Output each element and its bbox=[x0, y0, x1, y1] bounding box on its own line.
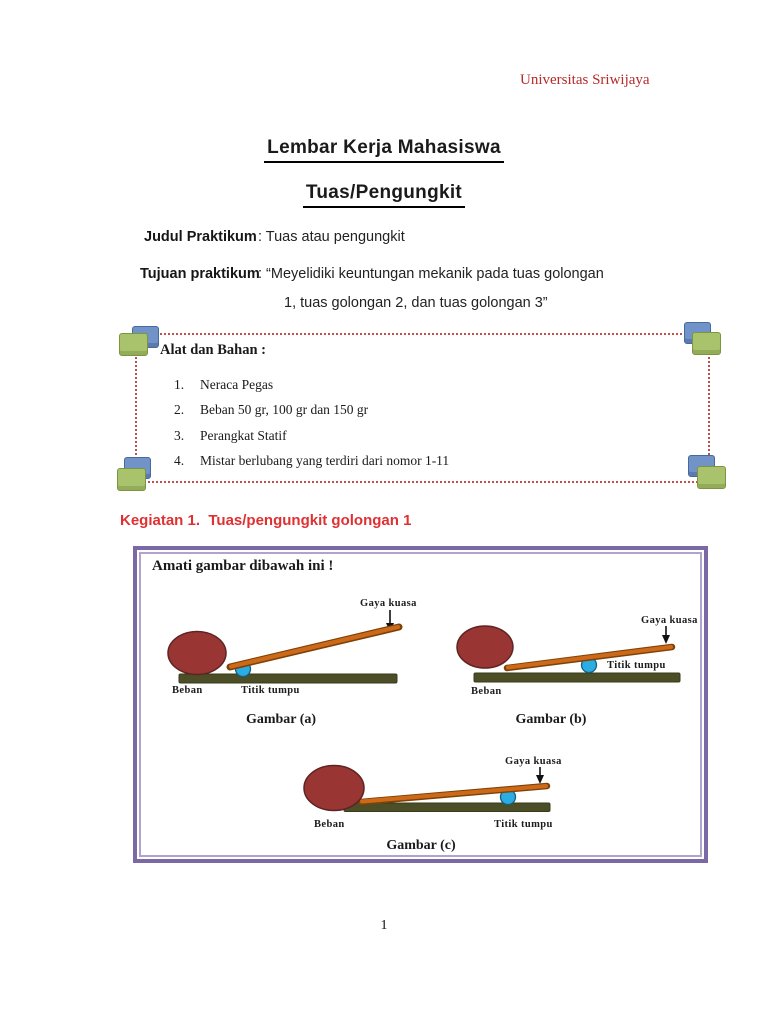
load-label: Beban bbox=[471, 686, 502, 697]
list-item: Mistar berlubang yang terdiri dari nomor… bbox=[200, 453, 450, 468]
title-row: Lembar Kerja Mahasiswa bbox=[0, 137, 768, 163]
lever-rod bbox=[360, 784, 548, 804]
subtitle-row: Tuas/Pengungkit bbox=[0, 182, 768, 208]
corner-rectangle-green-icon bbox=[697, 466, 726, 489]
alat-bahan-title: Alat dan Bahan : bbox=[160, 342, 266, 358]
load-label: Beban bbox=[314, 819, 345, 830]
lever-diagram-c-svg: Gaya kuasa Beban Titik tumpu bbox=[303, 756, 562, 830]
tujuan-praktikum-value-line1: : “Meyelidiki keuntungan mekanik pada tu… bbox=[258, 266, 604, 282]
list-item: Neraca Pegas bbox=[200, 377, 274, 392]
force-label: Gaya kuasa bbox=[641, 615, 698, 626]
ground-bar bbox=[178, 673, 398, 684]
figures-instruction: Amati gambar dibawah ini ! bbox=[152, 558, 334, 574]
force-arrowhead-icon bbox=[662, 635, 670, 644]
judul-praktikum-label: Judul Praktikum bbox=[144, 229, 257, 245]
fulcrum-label: Titik tumpu bbox=[241, 685, 300, 696]
list-item-number: 2. bbox=[174, 402, 185, 417]
tujuan-praktikum-value-line2: 1, tuas golongan 2, dan tuas golongan 3” bbox=[284, 295, 548, 311]
fulcrum-label: Titik tumpu bbox=[494, 819, 553, 830]
lever-diagram-c: Gaya kuasa Beban Titik tumpu bbox=[294, 746, 564, 834]
lever-diagram-a: Gaya kuasa Beban Titik tumpu bbox=[154, 594, 444, 702]
force-label: Gaya kuasa bbox=[505, 756, 562, 767]
tujuan-praktikum-label: Tujuan praktikum bbox=[140, 266, 260, 282]
list-item-number: 1. bbox=[174, 377, 185, 392]
page-subtitle: Tuas/Pengungkit bbox=[302, 182, 466, 208]
kegiatan-1-heading: Kegiatan 1. Tuas/pengungkit golongan 1 bbox=[120, 512, 412, 529]
ground-bar bbox=[343, 802, 551, 812]
figure-c-caption: Gambar (c) bbox=[386, 838, 456, 853]
fulcrum-label: Titik tumpu bbox=[607, 660, 666, 671]
corner-rectangle-green-icon bbox=[117, 468, 146, 491]
force-label: Gaya kuasa bbox=[360, 598, 417, 609]
force-arrowhead-icon bbox=[536, 775, 544, 784]
lever-rod bbox=[228, 624, 401, 669]
alat-bahan-box: Alat dan Bahan : 1. Neraca Pegas 2. Beba… bbox=[135, 333, 710, 483]
list-item: Beban 50 gr, 100 gr dan 150 gr bbox=[200, 402, 369, 417]
ground-bar bbox=[473, 672, 681, 683]
load-ellipse bbox=[167, 630, 227, 676]
corner-rectangle-green-icon bbox=[119, 333, 148, 356]
figure-b-caption: Gambar (b) bbox=[515, 712, 587, 727]
lever-diagram-a-svg: Gaya kuasa Beban Titik tumpu bbox=[167, 598, 417, 696]
list-item-number: 4. bbox=[174, 453, 185, 468]
load-ellipse bbox=[303, 764, 365, 812]
load-label: Beban bbox=[172, 685, 203, 696]
institution-header: Universitas Sriwijaya bbox=[520, 72, 650, 88]
page-number: 1 bbox=[380, 918, 388, 933]
lever-diagram-b-svg: Gaya kuasa Titik tumpu Beban bbox=[456, 615, 698, 697]
figures-box-inner-border bbox=[139, 552, 702, 857]
list-item-number: 3. bbox=[174, 428, 185, 443]
figures-box: Amati gambar dibawah ini ! Gaya kuasa Be… bbox=[133, 546, 708, 863]
page-title: Lembar Kerja Mahasiswa bbox=[264, 137, 504, 163]
judul-praktikum-value: : Tuas atau pengungkit bbox=[258, 229, 405, 245]
lever-rod bbox=[506, 645, 673, 670]
load-ellipse bbox=[456, 625, 514, 669]
lever-diagram-b: Gaya kuasa Titik tumpu Beban bbox=[454, 604, 699, 702]
list-item: Perangkat Statif bbox=[200, 428, 287, 443]
figure-a-caption: Gambar (a) bbox=[245, 712, 317, 727]
corner-rectangle-green-icon bbox=[692, 332, 721, 355]
